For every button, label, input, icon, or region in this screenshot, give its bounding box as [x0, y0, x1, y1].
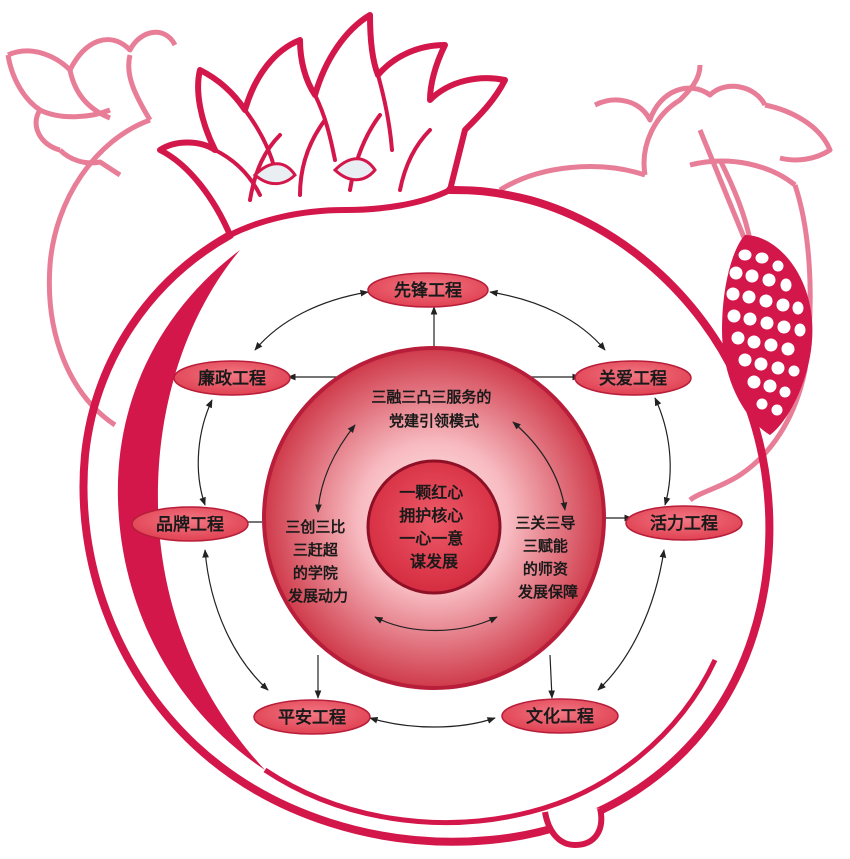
node-upper-left: 廉政工程: [173, 360, 291, 396]
pomegranate-icon: [79, 12, 774, 849]
node-label: 文化工程: [526, 706, 594, 727]
ring-top-text: 三融三凸三服务的 党建引领模式: [371, 388, 496, 430]
node-label: 廉政工程: [198, 368, 266, 389]
node-mid-left: 品牌工程: [131, 506, 249, 542]
core-circle: [366, 459, 502, 595]
node-connectors: [197, 289, 671, 728]
pomegranate-seeds-icon: [498, 64, 833, 503]
core-text: 一颗红心 拥护核心 一心一意 谋发展: [399, 483, 469, 571]
ring-left-text: 三创三比 三赶超 的学院 发展动力: [285, 518, 350, 605]
node-upper-right: 关爱工程: [574, 360, 692, 396]
node-label: 活力工程: [650, 513, 718, 534]
ring-right-text: 三关三导 三赋能 的师资 发展保障: [515, 514, 580, 601]
node-label: 关爱工程: [599, 368, 667, 389]
node-top: 先锋工程: [367, 272, 489, 308]
node-label: 平安工程: [278, 707, 346, 728]
node-label: 先锋工程: [394, 280, 462, 301]
pomegranate-outline-icon: [5, 29, 178, 428]
node-lower-left: 平安工程: [253, 699, 371, 735]
node-mid-right: 活力工程: [625, 505, 743, 541]
node-label: 品牌工程: [156, 514, 224, 535]
node-lower-right: 文化工程: [501, 698, 619, 734]
ring-connectors: [315, 421, 568, 632]
